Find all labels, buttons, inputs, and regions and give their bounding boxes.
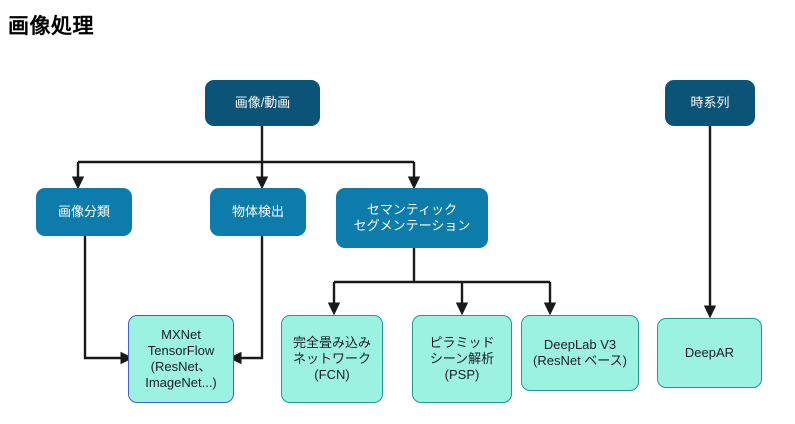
- node-semantic-segmentation[interactable]: セマンティック セグメンテーション: [336, 188, 488, 248]
- node-time-series[interactable]: 時系列: [665, 80, 755, 126]
- edge-classification-to-mxnet: [83, 236, 134, 365]
- node-fcn[interactable]: 完全畳み込み ネットワーク (FCN): [281, 315, 383, 403]
- node-image-video[interactable]: 画像/動画: [205, 80, 320, 126]
- node-deepar[interactable]: DeepAR: [657, 318, 762, 388]
- node-psp[interactable]: ピラミッド シーン解析 (PSP): [412, 315, 512, 403]
- node-object-detection[interactable]: 物体検出: [210, 188, 306, 236]
- page-title: 画像処理: [8, 15, 94, 38]
- node-image-classification[interactable]: 画像分類: [36, 188, 132, 236]
- node-mxnet-tensorflow[interactable]: MXNet TensorFlow (ResNet、 ImageNet...): [128, 315, 234, 403]
- edge-detection-to-mxnet: [228, 236, 264, 365]
- node-deeplab-v3[interactable]: DeepLab V3 (ResNet ベース): [521, 315, 639, 391]
